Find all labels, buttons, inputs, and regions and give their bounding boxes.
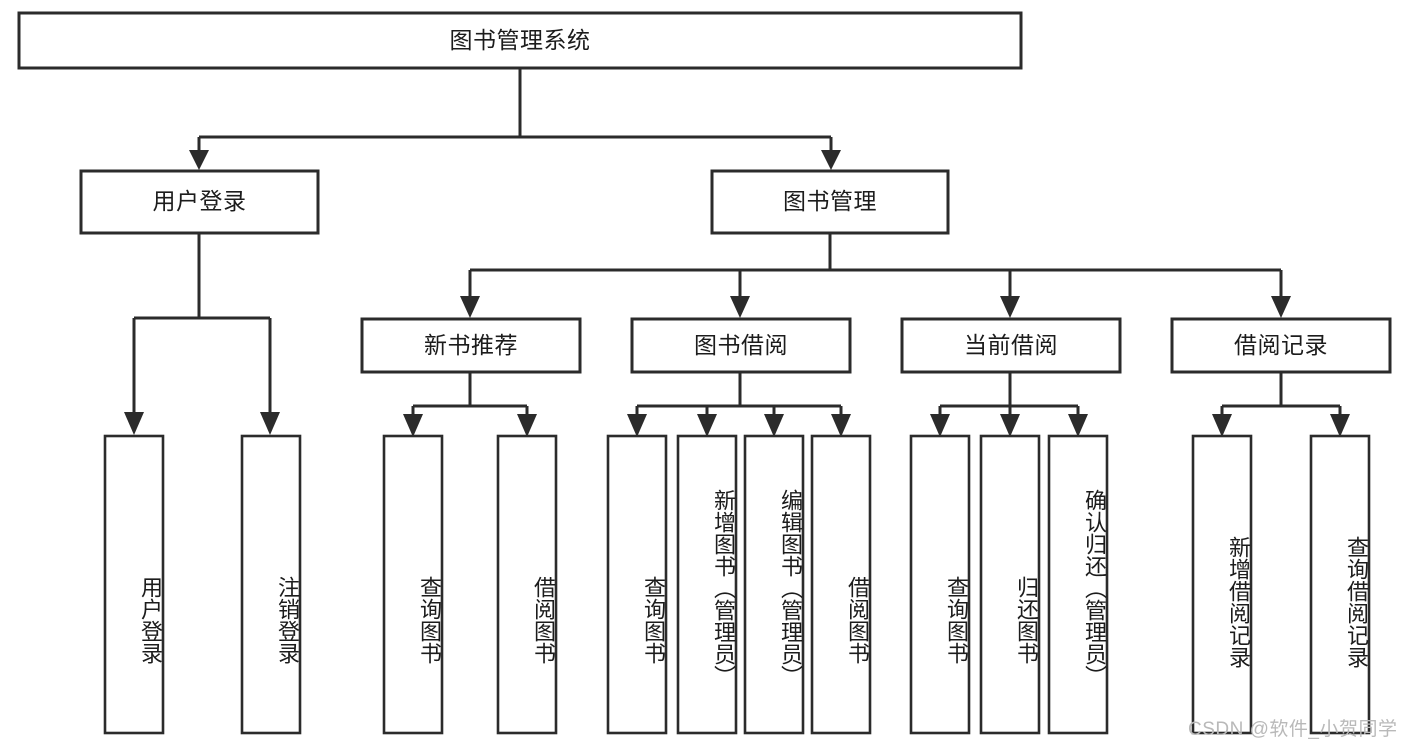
arrow-user-login-to-leaf-0	[124, 412, 144, 435]
arrow-root-to-user-login	[189, 150, 209, 170]
node-rect-book-borrow[interactable]	[630, 317, 852, 374]
node-rect-leaf-query-book-2[interactable]	[606, 434, 668, 735]
node-rect-leaf-query-book-3[interactable]	[909, 434, 971, 735]
node-rect-new-book-recommend[interactable]	[360, 317, 582, 374]
node-rect-leaf-confirm-return[interactable]	[1047, 434, 1109, 735]
node-rect-leaf-edit-book[interactable]	[743, 434, 805, 735]
node-rect-borrow-record[interactable]	[1170, 317, 1392, 374]
arrow-cb-to-leaf-2	[1068, 414, 1088, 437]
node-rect-leaf-add-record[interactable]	[1191, 434, 1253, 735]
arrow-bb-to-leaf-0	[627, 414, 647, 437]
arrow-br-to-leaf-1	[1330, 414, 1350, 437]
node-rect-leaf-return-book[interactable]	[979, 434, 1041, 735]
node-rect-leaf-borrow-book-1[interactable]	[496, 434, 558, 735]
arrow-root-to-book-management	[821, 150, 841, 170]
arrow-bb-to-leaf-2	[764, 414, 784, 437]
arrow-bb-to-leaf-3	[831, 414, 851, 437]
node-rect-leaf-query-record[interactable]	[1309, 434, 1371, 735]
arrow-nbr-to-leaf-0	[403, 414, 423, 437]
node-rect-user-login[interactable]	[79, 169, 320, 235]
node-rect-current-borrow[interactable]	[900, 317, 1122, 374]
node-rect-leaf-query-book-1[interactable]	[382, 434, 444, 735]
arrow-bb-to-leaf-1	[697, 414, 717, 437]
arrow-user-login-to-leaf-1	[260, 412, 280, 435]
node-rect-root[interactable]	[17, 11, 1023, 70]
arrow-cb-to-leaf-1	[1000, 414, 1020, 437]
arrow-bm-to-current-borrow	[1000, 296, 1020, 318]
node-rect-leaf-borrow-book-2[interactable]	[810, 434, 872, 735]
node-rect-leaf-user-login[interactable]	[103, 434, 165, 735]
arrow-bm-to-book-borrow	[730, 296, 750, 318]
node-rect-leaf-logout-login[interactable]	[240, 434, 302, 735]
node-rect-leaf-add-book[interactable]	[676, 434, 738, 735]
arrow-cb-to-leaf-0	[930, 414, 950, 437]
arrow-br-to-leaf-0	[1212, 414, 1232, 437]
node-rect-book-management[interactable]	[710, 169, 950, 235]
arrow-nbr-to-leaf-1	[517, 414, 537, 437]
arrow-bm-to-new-book-recommend	[460, 296, 480, 318]
arrow-bm-to-borrow-record	[1271, 296, 1291, 318]
